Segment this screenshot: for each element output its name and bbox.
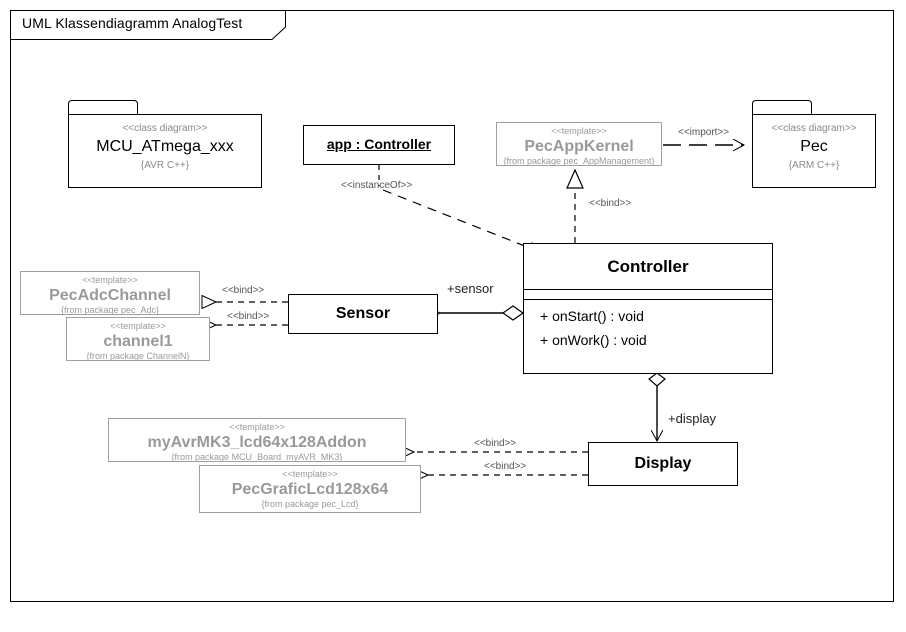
class-operation: + onWork() : void xyxy=(540,332,647,348)
template-stereotype: <<template>> xyxy=(282,469,338,479)
template-stereotype: <<template>> xyxy=(551,126,607,136)
template-name: myAvrMK3_lcd64x128Addon xyxy=(147,434,367,451)
class-name: Sensor xyxy=(335,305,391,322)
package-name: MCU_ATmega_xxx xyxy=(96,138,234,155)
template-name: channel1 xyxy=(103,333,173,350)
role-label-display: +display xyxy=(668,411,717,426)
instance-name: app : Controller xyxy=(326,136,432,152)
package-pec[interactable]: <<class diagram>> Pec {ARM C++} xyxy=(752,100,876,188)
template-from-package: {from package pec_AppManagement} xyxy=(503,156,655,166)
class-operation: + onStart() : void xyxy=(540,308,644,324)
edge-label-instanceof: <<instanceOf>> xyxy=(341,180,413,191)
class-sensor[interactable]: Sensor xyxy=(288,294,438,334)
edge-label-bind-myavr: <<bind>> xyxy=(474,438,517,449)
compartment-separator xyxy=(524,299,772,300)
instance-app-controller[interactable]: app : Controller xyxy=(303,125,455,165)
package-stereotype: <<class diagram>> xyxy=(122,123,208,134)
template-name: PecAdcChannel xyxy=(49,287,171,304)
compartment-separator xyxy=(524,289,772,290)
class-display[interactable]: Display xyxy=(588,442,738,486)
class-controller[interactable]: Controller + onStart() : void + onWork()… xyxy=(523,243,773,374)
package-mcu-atmega[interactable]: <<class diagram>> MCU_ATmega_xxx {AVR C+… xyxy=(68,100,262,188)
template-stereotype: <<template>> xyxy=(229,422,285,432)
template-pecgraficlcd128x64[interactable]: <<template>> PecGraficLcd128x64 {from pa… xyxy=(199,465,421,513)
edge-label-bind-lcd: <<bind>> xyxy=(484,461,527,472)
role-label-sensor: +sensor xyxy=(447,281,494,296)
template-channel1[interactable]: <<template>> channel1 {from package Chan… xyxy=(66,317,210,361)
diagram-title: UML Klassendiagramm AnalogTest xyxy=(22,15,243,31)
template-from-package: {from package pec_Lcd} xyxy=(261,499,359,509)
template-myavrmk3-lcd64x128addon[interactable]: <<template>> myAvrMK3_lcd64x128Addon {fr… xyxy=(108,418,406,462)
diagram-frame-tab: UML Klassendiagramm AnalogTest xyxy=(10,10,286,40)
package-name: Pec xyxy=(800,138,828,155)
template-name: PecGraficLcd128x64 xyxy=(231,481,389,498)
template-name: PecAppKernel xyxy=(524,138,634,155)
template-from-package: {from package ChannelN} xyxy=(86,351,190,361)
template-from-package: {from package MCU_Board_myAVR_MK3} xyxy=(171,452,343,462)
template-pecappkernel[interactable]: <<template>> PecAppKernel {from package … xyxy=(496,122,662,166)
class-name: Controller xyxy=(607,257,689,276)
edge-label-bind-channel1: <<bind>> xyxy=(227,311,270,322)
package-language: {ARM C++} xyxy=(788,160,840,171)
template-stereotype: <<template>> xyxy=(110,321,166,331)
edge-label-bind-kernel: <<bind>> xyxy=(589,198,632,209)
edge-label-import: <<import>> xyxy=(678,127,730,138)
package-language: {AVR C++} xyxy=(140,160,190,171)
template-stereotype: <<template>> xyxy=(82,275,138,285)
template-from-package: {from package pec_Adc} xyxy=(60,305,160,315)
package-stereotype: <<class diagram>> xyxy=(771,123,857,134)
class-name: Display xyxy=(634,455,692,472)
edge-label-bind-adc: <<bind>> xyxy=(222,285,265,296)
template-pecadcchannel[interactable]: <<template>> PecAdcChannel {from package… xyxy=(20,271,200,315)
